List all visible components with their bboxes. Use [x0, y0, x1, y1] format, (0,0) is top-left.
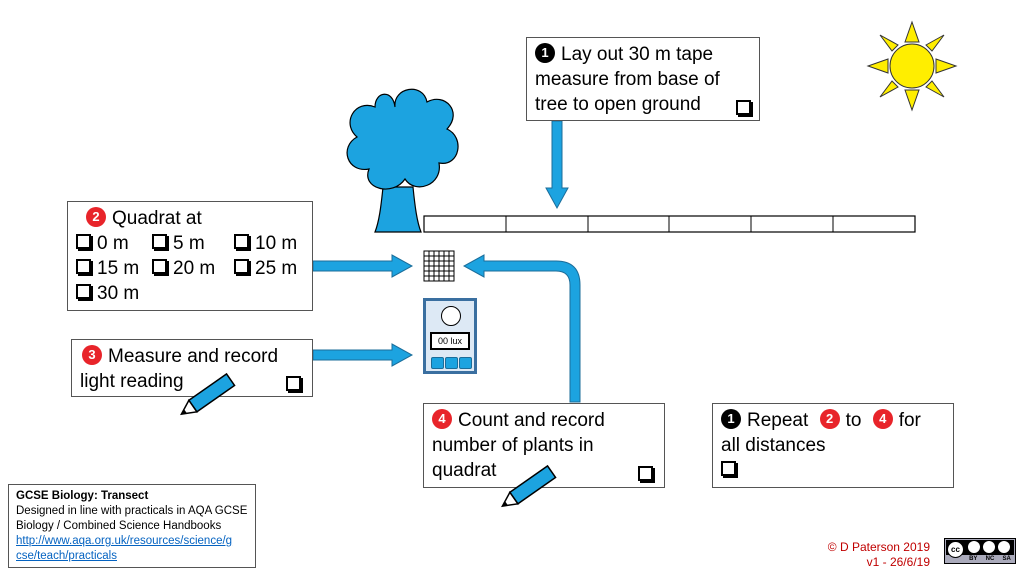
- light-meter-icon: 00 lux: [423, 298, 477, 374]
- meter-sensor: [441, 306, 461, 326]
- meter-display: 00 lux: [430, 332, 470, 350]
- step-number-2: 2: [86, 206, 106, 227]
- step-number-4: 4: [432, 408, 452, 429]
- arrow-step1: [545, 120, 569, 210]
- step-number-1: 1: [535, 42, 555, 63]
- meter-button: [445, 357, 458, 369]
- pencil-icon: [501, 464, 557, 508]
- info-title: GCSE Biology: Transect: [16, 490, 149, 502]
- checkbox[interactable]: [76, 284, 91, 300]
- cc-license-badge: cc BY NC SA: [944, 538, 1016, 564]
- checkbox[interactable]: [234, 259, 249, 275]
- credit-text: © D Paterson 2019 v1 - 26/6/19: [827, 540, 930, 569]
- pencil-icon: [180, 372, 236, 416]
- meter-button: [431, 357, 444, 369]
- checkbox[interactable]: [76, 259, 91, 275]
- practicals-link[interactable]: cse/teach/practicals: [16, 550, 117, 562]
- step-number-3: 3: [82, 344, 102, 365]
- step-number-1: 1: [721, 408, 741, 429]
- practicals-link[interactable]: http://www.aqa.org.uk/resources/science/…: [16, 535, 233, 547]
- sun-icon: [866, 20, 958, 112]
- step-number-4: 4: [872, 408, 893, 429]
- arrow-step2: [312, 254, 414, 278]
- step-number-2: 2: [819, 408, 840, 429]
- arrow-step3: [312, 343, 414, 367]
- meter-button: [459, 357, 472, 369]
- checkbox[interactable]: [234, 234, 249, 250]
- checkbox[interactable]: [736, 100, 751, 115]
- nc-icon: [983, 541, 995, 553]
- checkbox[interactable]: [286, 376, 301, 391]
- checkbox[interactable]: [152, 234, 167, 250]
- quadrat-icon: [423, 250, 455, 282]
- sa-icon: [998, 541, 1010, 553]
- tape-measure: [423, 215, 916, 233]
- checkbox[interactable]: [152, 259, 167, 275]
- tree-icon: [346, 88, 459, 233]
- checkbox[interactable]: [721, 461, 736, 477]
- info-box: GCSE Biology: Transect Designed in line …: [8, 484, 256, 568]
- cc-icon: cc: [947, 541, 964, 558]
- arrow-step4: [462, 254, 581, 403]
- checkbox[interactable]: [76, 234, 91, 250]
- checkbox[interactable]: [638, 466, 653, 481]
- by-icon: [968, 541, 980, 553]
